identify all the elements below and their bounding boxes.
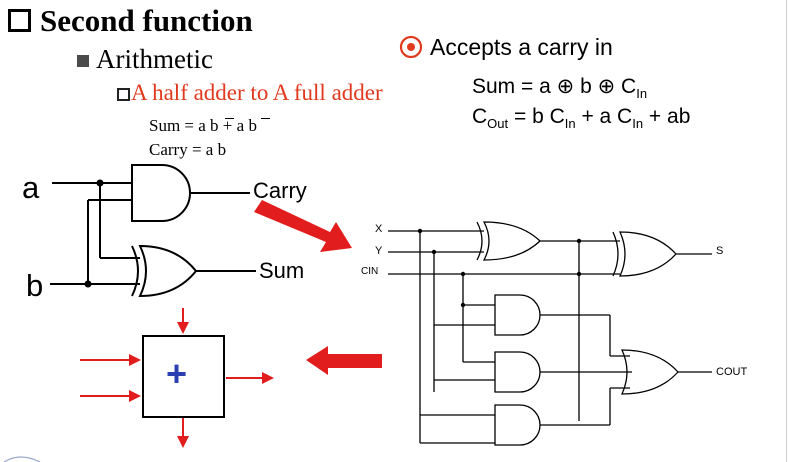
and-gate: [131, 164, 191, 222]
xor-gate-2: [618, 231, 677, 277]
or-gate: [620, 349, 679, 395]
cout-equation: COut = b CIn + a CIn + ab: [472, 105, 690, 131]
input-b-label: b: [26, 268, 44, 303]
red-arrow-left: [306, 346, 382, 375]
full-sum-mid: b: [574, 75, 598, 98]
cout-sub-1: In: [564, 116, 576, 132]
sum-output-label: Sum: [259, 258, 305, 283]
cout-output-label: COUT: [716, 366, 748, 378]
half-adder-circuit: [50, 164, 256, 298]
xor-gate-1: [482, 221, 541, 261]
target-bullet-icon: [399, 35, 423, 59]
xor-gate: [138, 244, 198, 298]
x-input-label: X: [375, 223, 383, 235]
input-a-label: a: [22, 170, 40, 205]
slide-edge-divider: [786, 0, 787, 462]
cout-c-sub: Out: [487, 116, 509, 132]
and-gate-2: [494, 351, 541, 393]
sum-equation-text: Sum = a b + a b: [149, 116, 257, 135]
s-output-label: S: [716, 245, 724, 257]
y-input-label: Y: [375, 245, 383, 257]
xor-symbol-2: ⊕: [597, 75, 616, 98]
adder-io-arrows: [80, 308, 274, 448]
full-adder-circuit: [388, 221, 712, 446]
sub-checkbox-icon: [117, 88, 130, 101]
overbar-b: [225, 118, 234, 119]
full-adder-junctions: [417, 228, 582, 308]
cout-tail: + ab: [643, 105, 691, 128]
heading-checkbox-icon: [8, 9, 31, 32]
junction-a: [96, 179, 104, 187]
adder-plus-symbol: +: [166, 353, 188, 394]
xor-symbol-1: ⊕: [556, 75, 575, 98]
partial-logo-icon: [3, 456, 41, 462]
carry-output-label: Carry: [253, 178, 307, 203]
full-sum-equation: Sum = a ⊕ b ⊕ CIn: [472, 74, 647, 101]
and-gate-1: [494, 294, 541, 336]
carry-equation: Carry = a b: [149, 140, 227, 159]
cout-eq: = b C: [508, 105, 565, 128]
junction-b: [84, 280, 92, 288]
overbar-a: [261, 118, 270, 119]
accepts-carry-title: Accepts a carry in: [430, 34, 613, 60]
cout-sub-2: In: [632, 116, 644, 132]
full-sum-c: C: [615, 75, 637, 98]
page-title: Second function: [40, 3, 253, 38]
sum-equation: Sum = a b + a b: [149, 116, 257, 136]
adder-block-box: [142, 335, 225, 418]
subheading: Arithmetic: [96, 44, 213, 74]
square-bullet-icon: [77, 55, 89, 67]
cout-plus: + a C: [575, 105, 633, 128]
full-sum-c-sub: In: [636, 86, 648, 102]
cin-input-label: CIN: [361, 266, 379, 277]
cout-c: C: [472, 105, 488, 128]
and-gate-3: [494, 404, 541, 446]
full-sum-prefix: Sum = a: [472, 75, 557, 98]
red-arrow-right-down: [254, 200, 352, 252]
subsubheading: A half adder to A full adder: [131, 80, 383, 105]
